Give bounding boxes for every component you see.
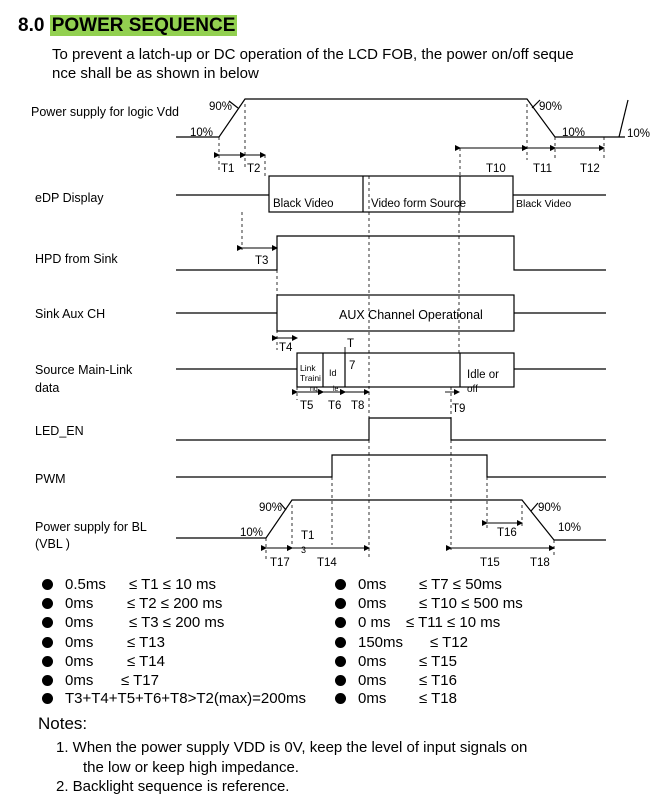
note-2: 2. Backlight sequence is reference. [56,778,290,795]
condition-right-7: 0ms≤ T18 [335,690,457,707]
condition-right-4: 150ms≤ T12 [335,634,468,651]
link-training-1: Link [300,363,316,373]
bullet-icon [42,598,53,609]
bullet-icon [335,656,346,667]
video-source-label: Video form Source [371,198,466,210]
t9-label: T9 [452,403,465,415]
label-mainlink-2: data [35,381,60,395]
label-hpd: HPD from Sink [35,252,118,266]
condition-left-5: 0ms≤ T14 [42,653,165,670]
idle-short-label: Id [329,368,337,378]
note-1-line-2: the low or keep high impedance. [83,759,299,776]
bullet-icon [42,693,53,704]
condition-left-3: 0ms≤ T3 ≤ 200 ms [42,614,224,631]
bullet-icon [42,675,53,686]
label-pwm: PWM [35,472,66,486]
idle-short-label-2: le [333,386,339,393]
intro-line-1: To prevent a latch-up or DC operation of… [52,46,574,63]
section-number: 8.0 [18,15,45,36]
idle-or-label-1: Idle or [467,369,499,381]
bullet-icon [335,637,346,648]
condition-left-1: 0.5ms≤ T1 ≤ 10 ms [42,576,216,593]
vdd-waveform [176,98,625,138]
pwm-waveform [176,454,606,478]
bullet-icon [42,579,53,590]
vdd-90-fall: 90% [539,101,562,113]
vdd-10-rise: 10% [190,127,213,139]
label-aux: Sink Aux CH [35,307,106,321]
mainlink-box [296,352,515,388]
vbl-waveform [176,499,606,541]
section-title: POWER SEQUENCE [49,15,238,36]
link-training-3: ng [310,386,318,393]
intro-text: To prevent a latch-up or DC operation of… [52,45,632,83]
vbl-10-rise: 10% [240,527,263,539]
vbl-10-fall: 10% [558,522,581,534]
label-mainlink-1: Source Main-Link [35,363,133,377]
t8-label: T8 [351,400,364,412]
t12-label: T12 [580,163,600,175]
t17-label: T17 [270,557,290,569]
t7-label-a: T [347,338,354,350]
t1-label: T1 [221,163,234,175]
vdd-tail [618,99,629,138]
t5-label: T5 [300,400,313,412]
led-waveform [176,417,606,441]
aux-operational-label: AUX Channel Operational [339,308,483,322]
label-edp: eDP Display [35,191,104,205]
condition-right-2: 0ms≤ T10 ≤ 500 ms [335,595,523,612]
bullet-icon [335,617,346,628]
vbl-90-rise: 90% [259,502,282,514]
vbl-90-fall: 90% [538,502,561,514]
label-vdd: Power supply for logic Vdd [31,105,179,119]
t18-label: T18 [530,557,550,569]
t14-label: T14 [317,557,337,569]
vdd-10-fall: 10% [562,127,585,139]
black-video-label: Black Video [273,198,334,210]
intro-line-2: nce shall be as shown in below [52,65,259,82]
label-led-en: LED_EN [35,424,84,438]
label-bl-2: (VBL ) [35,537,70,551]
notes-title: Notes: [38,714,88,733]
condition-right-5: 0ms≤ T15 [335,653,457,670]
t7-label-b: 7 [349,360,355,372]
t16-label: T16 [497,527,517,539]
bullet-icon [335,579,346,590]
t15-label: T15 [480,557,500,569]
condition-right-3: 0 ms≤ T11 ≤ 10 ms [335,614,500,631]
t6-label: T6 [328,400,341,412]
condition-right-1: 0ms≤ T7 ≤ 50ms [335,576,502,593]
hpd-waveform [176,235,606,271]
bullet-icon [42,637,53,648]
bullet-icon [335,675,346,686]
bullet-icon [42,617,53,628]
label-bl-1: Power supply for BL [35,520,147,534]
t3-label: T3 [255,255,268,267]
condition-right-6: 0ms≤ T16 [335,672,457,689]
bullet-icon [42,656,53,667]
t10-label: T10 [486,163,506,175]
note-1-line-1: 1. When the power supply VDD is 0V, keep… [56,739,528,756]
vdd-10-end: 10% [627,128,650,140]
vdd-90-rise: 90% [209,101,232,113]
bullet-icon [335,598,346,609]
condition-left-6: 0ms≤ T17 [42,672,159,689]
bullet-icon [335,693,346,704]
t13-label-b: 3 [301,545,306,555]
t2-label: T2 [247,163,260,175]
t4-label: T4 [279,342,293,354]
section-heading: 8.0 POWER SEQUENCE [18,15,238,37]
t11-label: T11 [533,163,552,175]
edp-box [268,175,514,213]
condition-left-7: T3+T4+T5+T6+T8>T2(max)=200ms [42,690,306,707]
condition-left-2: 0ms≤ T2 ≤ 200 ms [42,595,222,612]
black-video-end-label: Black Video [516,198,571,210]
link-training-2: Traini [300,373,321,383]
idle-or-label-2: off [467,384,478,395]
timing-diagram: 90% 10% 90% 10% 10% T1 T2 T10 T11 T12 Bl… [176,98,650,569]
t13-label-a: T1 [301,530,314,542]
condition-left-4: 0ms≤ T13 [42,634,165,651]
